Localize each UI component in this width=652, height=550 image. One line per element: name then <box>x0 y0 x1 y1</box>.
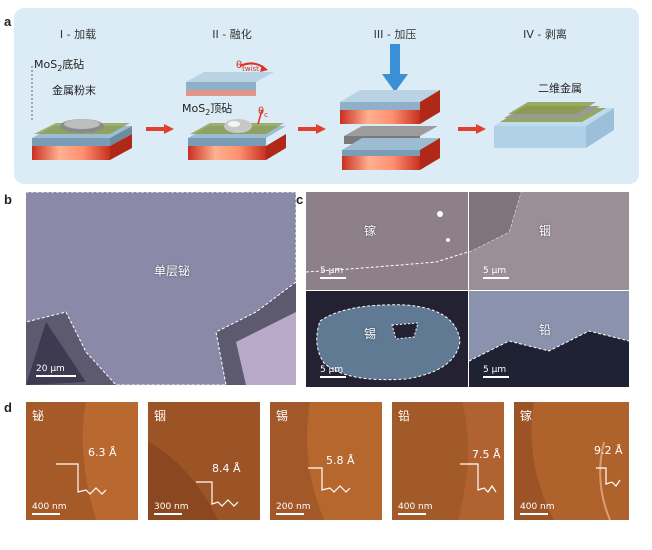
afm-bi: 铋 6.3 Å 400 nm <box>26 402 138 520</box>
step-4-stack <box>494 102 614 148</box>
afm-pb-name: 铅 <box>398 409 411 423</box>
panel-b-label: b <box>4 192 12 207</box>
step-3-title: III - 加压 <box>373 28 417 41</box>
scale-bar <box>36 375 76 377</box>
afm-in-scale-label: 300 nm <box>154 502 189 512</box>
theta-twist-sub: twist <box>242 65 259 73</box>
mos2-bottom-sub: 2 <box>57 64 63 74</box>
metal-powder-label: 金属粉末 <box>52 84 96 97</box>
sn-micrograph: 锡 5 μm <box>306 291 468 387</box>
step-4-title: IV - 剥离 <box>523 28 567 41</box>
afm-in-name: 铟 <box>154 409 167 423</box>
ga-label: 镓 <box>364 224 377 238</box>
mos2-top-sub: 2 <box>205 108 211 118</box>
sn-scale-label: 5 μm <box>320 365 344 375</box>
arrow-right-icon <box>298 124 326 134</box>
afm-sn-name: 锡 <box>276 409 289 423</box>
mos2-top-prefix: MoS <box>182 102 206 115</box>
afm-sn-scale-bar <box>276 513 304 515</box>
mos2-bottom-suffix: 底砧 <box>62 58 85 71</box>
sn-label: 锡 <box>364 327 377 341</box>
pb-label: 铅 <box>539 323 552 337</box>
pb-scale-label: 5 μm <box>483 365 507 375</box>
pb-micrograph: 铅 5 μm <box>469 291 629 387</box>
afm-in-height: 8.4 Å <box>212 462 241 475</box>
step-2-title: II - 融化 <box>212 28 252 41</box>
afm-sn-scale-label: 200 nm <box>276 502 311 512</box>
theta-c-sub: c <box>264 111 268 119</box>
sn-scale-bar <box>320 376 346 378</box>
mos2-top-suffix: 顶砧 <box>210 102 233 115</box>
afm-pb-scale-bar <box>398 513 426 515</box>
afm-pb: 铅 7.5 Å 400 nm <box>392 402 504 520</box>
in-scale-label: 5 μm <box>483 266 507 276</box>
panel-b-micrograph: 单层铋 20 μm <box>26 192 296 385</box>
afm-in-scale-bar <box>154 513 182 515</box>
step-1-title: I - 加载 <box>59 28 97 41</box>
afm-ga-scale-label: 400 nm <box>520 502 555 512</box>
panel-a-label: a <box>4 14 12 29</box>
in-label: 铟 <box>539 224 552 238</box>
afm-bi-height: 6.3 Å <box>88 446 117 459</box>
arrow-right-icon <box>146 124 174 134</box>
afm-bi-scale-bar <box>32 513 60 515</box>
afm-sn-height: 5.8 Å <box>326 454 355 467</box>
pb-scale-bar <box>483 376 509 378</box>
afm-ga-scale-bar <box>520 513 548 515</box>
afm-pb-scale-label: 400 nm <box>398 502 433 512</box>
ga-scale-label: 5 μm <box>320 266 344 276</box>
in-scale-bar <box>483 277 509 279</box>
ga-scale-bar <box>320 277 346 279</box>
afm-bi-name: 铋 <box>32 409 45 423</box>
two-d-metal-label: 二维金属 <box>538 82 582 95</box>
afm-pb-height: 7.5 Å <box>472 448 501 461</box>
afm-ga-height: 9.2 Å <box>594 444 623 457</box>
scale-bar-label: 20 μm <box>36 364 65 374</box>
afm-ga-name: 镓 <box>520 409 533 423</box>
step-1-stack <box>31 66 132 160</box>
panel-c-label: c <box>296 192 304 207</box>
theta-twist-symbol: θ <box>236 60 243 71</box>
ga-micrograph: 镓 5 μm <box>306 192 468 290</box>
arrow-right-icon <box>458 124 486 134</box>
afm-in: 铟 8.4 Å 300 nm <box>148 402 260 520</box>
afm-bi-scale-label: 400 nm <box>32 502 67 512</box>
in-micrograph: 铟 5 μm <box>469 192 629 290</box>
step-2-stack <box>186 62 286 160</box>
step-3-stack <box>340 44 440 170</box>
afm-sn: 锡 5.8 Å 200 nm <box>270 402 382 520</box>
panel-d-label: d <box>4 400 12 415</box>
mos2-bottom-prefix: MoS <box>34 58 58 71</box>
monolayer-bi-label: 单层铋 <box>154 264 191 278</box>
monolayer-region <box>26 192 296 385</box>
afm-ga: 镓 9.2 Å 400 nm <box>514 402 629 520</box>
theta-c-symbol: θ <box>258 106 265 117</box>
